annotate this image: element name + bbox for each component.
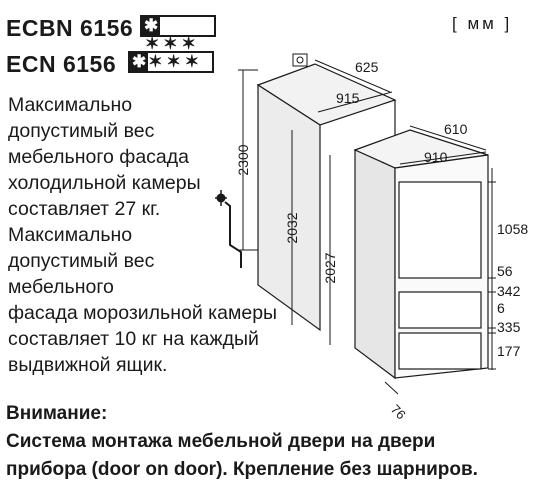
- label-2032: 2032: [284, 212, 300, 243]
- label-1058: 1058: [497, 221, 528, 237]
- desc-line: фасада морозильной камеры: [8, 302, 278, 324]
- note-heading: Внимание:: [6, 403, 108, 424]
- desc-line: выдвижной ящик.: [8, 354, 168, 376]
- unit-label: [ мм ]: [452, 14, 513, 33]
- desc-line: допустимый вес: [8, 250, 155, 272]
- star-rating-badge-ecbn: ✱✶✶✶: [140, 15, 216, 53]
- note-line: Система монтажа мебельной двери на двери: [6, 431, 436, 452]
- appliance-outline: [353, 129, 489, 380]
- model-name-ecbn: ECBN 6156: [6, 15, 134, 41]
- right-dimension-stack: 1058 56 342 6 335 177: [488, 168, 528, 370]
- attention-note: Внимание: Система монтажа мебельной двер…: [6, 400, 478, 484]
- load-description: Максимально допустимый вес мебельного фа…: [8, 92, 338, 378]
- label-2300: 2300: [235, 144, 251, 175]
- dimension-2300: 2300: [235, 69, 258, 251]
- water-tap-icon: [215, 190, 242, 268]
- dimension-610: 610: [409, 121, 487, 151]
- dimension-2032: 2032: [284, 130, 300, 325]
- label-177: 177: [497, 343, 521, 359]
- niche-outline: [256, 63, 397, 332]
- label-2027: 2027: [322, 252, 338, 283]
- desc-line: допустимый вес: [8, 120, 155, 142]
- dimension-2027: 2027: [322, 155, 338, 345]
- label-6: 6: [497, 300, 505, 316]
- desc-line: Максимально: [8, 94, 133, 116]
- socket-icon: [292, 53, 308, 67]
- desc-line: Максимально: [8, 224, 133, 246]
- desc-line: мебельного: [8, 276, 114, 298]
- label-610: 610: [444, 121, 468, 137]
- label-76: 76: [388, 402, 409, 423]
- label-335: 335: [497, 319, 521, 335]
- desc-line: составляет 10 кг на каждый: [8, 328, 259, 350]
- dimension-76: 76: [384, 381, 409, 423]
- desc-line: составляет 27 кг.: [8, 198, 161, 220]
- desc-line: мебельного фасада: [8, 146, 189, 168]
- label-910: 910: [424, 149, 448, 165]
- label-342: 342: [497, 283, 521, 299]
- dimension-625: 625: [314, 59, 391, 93]
- label-56: 56: [497, 263, 513, 279]
- dimension-915: 915: [317, 90, 393, 113]
- freezer-star-icon: ✱: [142, 16, 161, 35]
- label-625: 625: [355, 59, 379, 75]
- note-line: прибора (door on door). Крепление без ша…: [6, 459, 478, 480]
- desc-line: холодильной камеры: [8, 172, 201, 194]
- star-rating-badge-ecn: ✱✶✶✶: [128, 51, 214, 73]
- label-915: 915: [336, 90, 360, 106]
- dimension-910: 910: [399, 149, 487, 165]
- freezer-star-icon: ✱: [130, 52, 149, 71]
- model-name-ecn: ECN 6156: [6, 51, 117, 77]
